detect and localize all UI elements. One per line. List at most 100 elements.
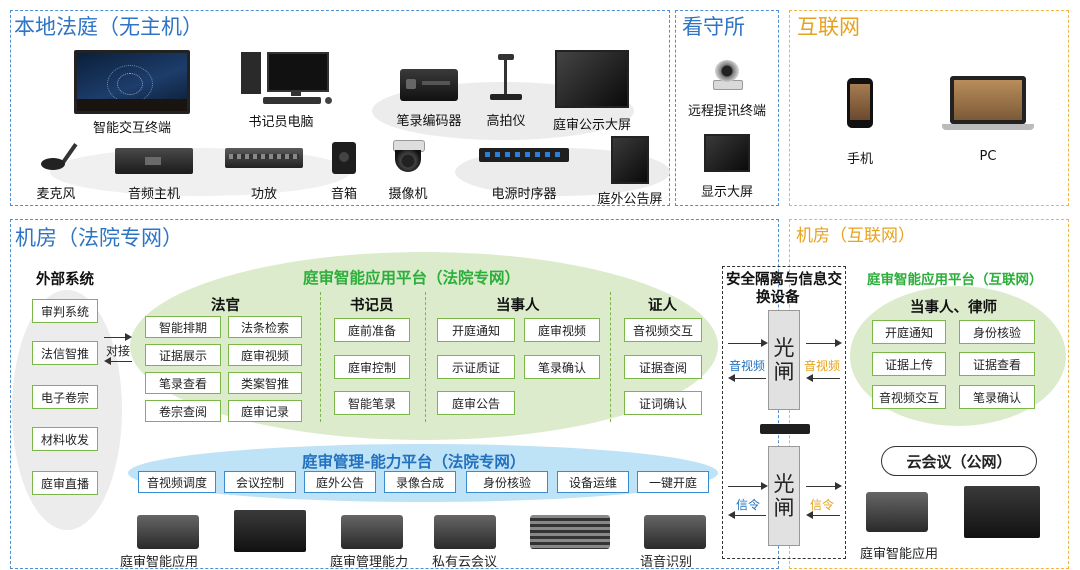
machine-room-internet-title: 机房（互联网） xyxy=(796,226,915,246)
sig-arrow-left-out xyxy=(734,515,766,516)
external-system-item[interactable]: 审判系统 xyxy=(32,299,98,323)
party-item[interactable]: 庭审视频 xyxy=(524,318,600,342)
desktop-computer-icon xyxy=(229,50,333,108)
display-device: 显示大屏 xyxy=(678,134,776,200)
party-item[interactable]: 庭审公告 xyxy=(437,391,515,415)
mgmt-item[interactable]: 一键开庭 xyxy=(637,471,709,493)
judge-item[interactable]: 庭审视频 xyxy=(228,344,302,366)
announcement-screen-icon xyxy=(611,136,649,184)
link-arrowhead-right xyxy=(125,333,132,341)
internet-platform-title: 庭审智能应用平台（互联网） xyxy=(867,272,1043,288)
camera-label: 摄像机 xyxy=(388,187,428,202)
link-arrowhead-left xyxy=(104,357,111,365)
av-arrow-right-in xyxy=(812,378,840,379)
server-icon xyxy=(866,492,928,532)
external-system-item[interactable]: 庭审直播 xyxy=(32,471,98,495)
internet-zone xyxy=(789,10,1069,206)
party-item[interactable]: 开庭通知 xyxy=(437,318,515,342)
mgmt-item[interactable]: 身份核验 xyxy=(466,471,548,493)
witness-item[interactable]: 音视频交互 xyxy=(624,318,702,342)
external-system-item[interactable]: 法信智推 xyxy=(32,341,98,365)
server-icon xyxy=(234,510,306,552)
router-icon xyxy=(760,424,810,434)
server-label: 庭审管理能力 xyxy=(330,555,409,570)
party-item[interactable]: 示证质证 xyxy=(437,355,515,379)
mgmt-item[interactable]: 庭外公告 xyxy=(304,471,376,493)
party-head: 当事人 xyxy=(496,298,540,314)
microphone-icon xyxy=(31,140,81,174)
link-arrow-right xyxy=(104,337,126,338)
right-sig-label: 信令 xyxy=(810,498,835,512)
witness-item[interactable]: 证据查阅 xyxy=(624,355,702,379)
left-av-label: 音视频 xyxy=(729,359,766,373)
gate-top: 光 闸 xyxy=(768,310,800,410)
remote-terminal-device: 远程提讯终端 xyxy=(678,56,776,119)
external-system-item[interactable]: 电子卷宗 xyxy=(32,385,98,409)
speaker-device: 音箱 xyxy=(322,142,366,202)
av-arrow-left-in xyxy=(728,343,762,344)
cloud-meeting: 云会议（公网） xyxy=(881,446,1037,476)
internet-item[interactable]: 开庭通知 xyxy=(872,320,946,344)
trial-screen-device: 庭审公示大屏 xyxy=(542,50,642,133)
gate-top-char1: 光 xyxy=(773,335,795,360)
judge-item[interactable]: 卷宗查阅 xyxy=(145,400,221,422)
audio-host-label: 音频主机 xyxy=(127,187,180,202)
right-av-label: 音视频 xyxy=(804,359,841,373)
judge-item[interactable]: 庭审记录 xyxy=(228,400,302,422)
column-separator xyxy=(610,292,611,422)
arrowhead xyxy=(835,339,842,347)
mgmt-item[interactable]: 音视频调度 xyxy=(138,471,216,493)
trial-screen-label: 庭审公示大屏 xyxy=(552,118,631,133)
server-icon xyxy=(964,486,1040,538)
ptz-camera-icon xyxy=(707,56,747,90)
link-arrow-left xyxy=(110,361,132,362)
mgmt-platform-title: 庭审管理-能力平台（法院专网） xyxy=(302,453,526,471)
internet-item[interactable]: 音视频交互 xyxy=(872,385,946,409)
external-system-item[interactable]: 材料收发 xyxy=(32,427,98,451)
gate-bottom-char1: 光 xyxy=(773,471,795,496)
document-camera-device: 高拍仪 xyxy=(477,52,535,129)
gate-top-char2: 闸 xyxy=(773,360,795,384)
internet-title: 互联网 xyxy=(797,15,860,39)
witness-item[interactable]: 证词确认 xyxy=(624,391,702,415)
clerk-item[interactable]: 智能笔录 xyxy=(334,391,410,415)
mgmt-item[interactable]: 录像合成 xyxy=(384,471,456,493)
arrowhead xyxy=(835,482,842,490)
server-label: 语音识别 xyxy=(640,555,693,570)
server-label: 庭审智能应用 xyxy=(860,547,939,562)
phone-label: 手机 xyxy=(846,152,873,167)
column-separator xyxy=(320,292,321,422)
internet-platform-head: 当事人、律师 xyxy=(910,300,997,316)
internet-item[interactable]: 证据查看 xyxy=(959,352,1035,376)
judge-item[interactable]: 类案智推 xyxy=(228,372,302,394)
smart-terminal-icon xyxy=(74,50,190,114)
arrowhead xyxy=(806,511,813,519)
microphone-device: 麦克风 xyxy=(28,140,84,202)
server-label: 私有云会议 xyxy=(432,555,498,570)
security-title-line2: 换设备 xyxy=(756,290,800,306)
clerk-item[interactable]: 庭审控制 xyxy=(334,355,410,379)
judge-item[interactable]: 法条检索 xyxy=(228,316,302,338)
judge-item[interactable]: 智能排期 xyxy=(145,316,221,338)
remote-terminal-label: 远程提讯终端 xyxy=(687,104,766,119)
audio-host-device: 音频主机 xyxy=(112,148,196,202)
judge-item[interactable]: 证据展示 xyxy=(145,344,221,366)
internet-item[interactable]: 证据上传 xyxy=(872,352,946,376)
outside-screen-device: 庭外公告屏 xyxy=(590,136,670,207)
machine-room-court-title: 机房（法院专网） xyxy=(15,226,183,250)
mgmt-item[interactable]: 会议控制 xyxy=(224,471,296,493)
left-sig-label: 信令 xyxy=(736,498,761,512)
internet-item[interactable]: 身份核验 xyxy=(959,320,1035,344)
mgmt-item[interactable]: 设备运维 xyxy=(557,471,629,493)
clerk-pc-device: 书记员电脑 xyxy=(226,50,336,130)
detention-zone xyxy=(675,10,779,206)
audio-host-icon xyxy=(115,148,193,174)
clerk-item[interactable]: 庭前准备 xyxy=(334,318,410,342)
party-item[interactable]: 笔录确认 xyxy=(524,355,600,379)
camera-device: 摄像机 xyxy=(380,140,436,202)
witness-head: 证人 xyxy=(648,298,677,314)
internet-item[interactable]: 笔录确认 xyxy=(959,385,1035,409)
judge-item[interactable]: 笔录查看 xyxy=(145,372,221,394)
dome-camera-icon xyxy=(391,140,425,174)
laptop-icon xyxy=(942,76,1034,134)
